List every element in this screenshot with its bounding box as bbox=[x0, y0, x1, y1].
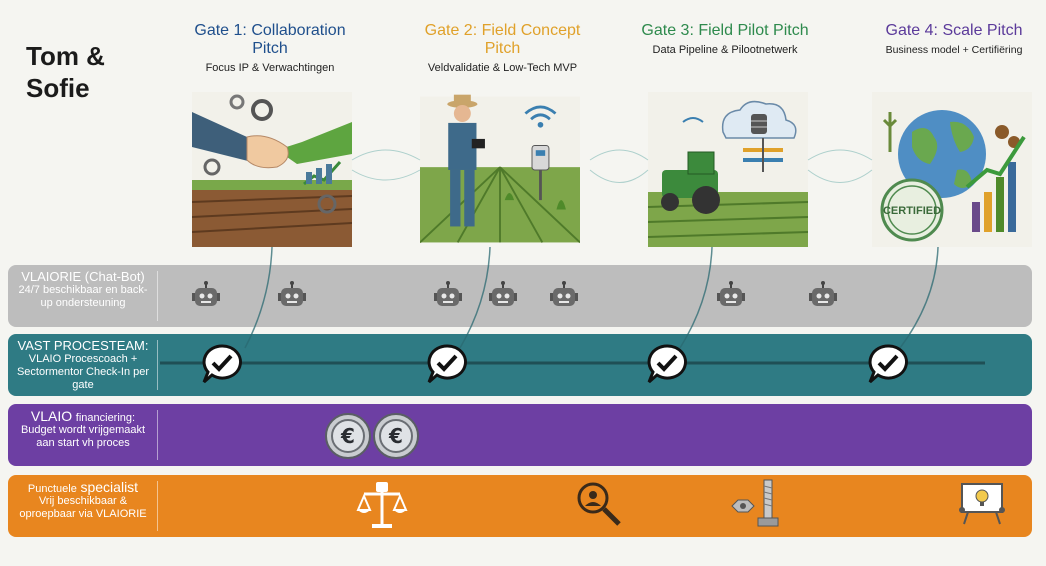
robot-icon bbox=[489, 281, 517, 306]
handshake-illustration bbox=[192, 92, 352, 247]
lane-financiering-title-b: financiering: bbox=[75, 412, 136, 424]
lane-procesteam-label: VAST PROCESTEAM: VLAIO Procescoach + Sec… bbox=[8, 334, 158, 396]
gate-4-header: Gate 4: Scale Pitch Business model + Cer… bbox=[862, 22, 1046, 56]
robot-icon bbox=[278, 281, 306, 306]
gate-3-subtitle: Data Pipeline & Pilootnetwerk bbox=[652, 44, 798, 56]
check-bubble-icon bbox=[202, 344, 242, 384]
gate-1-title: Gate 1: Collaboration Pitch bbox=[194, 22, 346, 57]
check-bubble-icon bbox=[647, 344, 687, 384]
gate-4-subtitle: Business model + Certifiëring bbox=[885, 44, 1023, 56]
lane-procesteam-title: VAST PROCESTEAM: bbox=[17, 338, 149, 353]
gate-4-title: Gate 4: Scale Pitch bbox=[885, 22, 1023, 39]
gate-3-header: Gate 3: Field Pilot Pitch Data Pipeline … bbox=[640, 22, 810, 56]
check-bubble-icon bbox=[427, 344, 467, 384]
globe-certified-illustration: CERTIFIED bbox=[872, 92, 1032, 247]
robot-icon bbox=[550, 281, 578, 306]
robot-icon bbox=[434, 281, 462, 306]
lane-financiering: VLAIO financiering: Budget wordt vrijgem… bbox=[8, 404, 1032, 466]
svg-text:€: € bbox=[388, 424, 403, 448]
gate-3-title: Gate 3: Field Pilot Pitch bbox=[641, 22, 809, 39]
presentation-board-icon bbox=[959, 483, 1005, 525]
gate-2-header: Gate 2: Field Concept Pitch Veldvalidati… bbox=[405, 22, 600, 74]
title-line-2: Sofie bbox=[26, 73, 90, 103]
lane-chatbot: VLAIORIE (Chat-Bot) 24/7 beschikbaar en … bbox=[8, 265, 1032, 327]
lane-chatbot-label: VLAIORIE (Chat-Bot) 24/7 beschikbaar en … bbox=[8, 265, 158, 327]
lane-specialist-title-b: specialist bbox=[80, 479, 139, 495]
euro-coin-icon: € bbox=[325, 413, 371, 459]
check-bubble-icon bbox=[868, 344, 908, 384]
lane-chatbot-title: VLAIORIE (Chat-Bot) bbox=[21, 269, 145, 284]
lane-financiering-title-a: VLAIO bbox=[30, 408, 73, 424]
farmer-illustration bbox=[420, 94, 580, 244]
lane-procesteam: VAST PROCESTEAM: VLAIO Procescoach + Sec… bbox=[8, 334, 1032, 396]
svg-text:€: € bbox=[340, 424, 355, 448]
certified-badge-text: CERTIFIED bbox=[883, 205, 941, 217]
lane-financiering-desc: Budget wordt vrijgemaakt aan start vh pr… bbox=[20, 424, 146, 449]
balance-scales-icon bbox=[356, 482, 408, 528]
lane-specialist-label: Punctuele specialist Vrij beschikbaar & … bbox=[8, 475, 158, 537]
gate-1-subtitle: Focus IP & Verwachtingen bbox=[205, 62, 335, 74]
gate-2-title: Gate 2: Field Concept Pitch bbox=[424, 22, 581, 57]
gate-1-header: Gate 1: Collaboration Pitch Focus IP & V… bbox=[180, 22, 360, 74]
gate-2-subtitle: Veldvalidatie & Low-Tech MVP bbox=[427, 62, 578, 74]
lane-specialist-desc: Vrij beschikbaar & oproepbaar via VLAIOR… bbox=[19, 495, 147, 520]
lane-specialist: Punctuele specialist Vrij beschikbaar & … bbox=[8, 475, 1032, 537]
magnifier-person-icon bbox=[577, 482, 621, 526]
lane-chatbot-desc: 24/7 beschikbaar en back-up ondersteunin… bbox=[18, 284, 148, 309]
lane-financiering-label: VLAIO financiering: Budget wordt vrijgem… bbox=[8, 404, 158, 466]
page-title: Tom & Sofie bbox=[26, 40, 105, 104]
lane-specialist-title-a: Punctuele bbox=[27, 483, 77, 495]
tractor-cloud-illustration bbox=[648, 92, 808, 247]
robot-icon bbox=[809, 281, 837, 306]
robot-icon bbox=[192, 281, 220, 306]
robot-icon bbox=[717, 281, 745, 306]
euro-coin-icon: € bbox=[373, 413, 419, 459]
nut-bolt-icon bbox=[731, 479, 779, 527]
lane-procesteam-desc: VLAIO Procescoach + Sectormentor Check-I… bbox=[16, 353, 150, 391]
title-line-1: Tom & bbox=[26, 41, 105, 71]
